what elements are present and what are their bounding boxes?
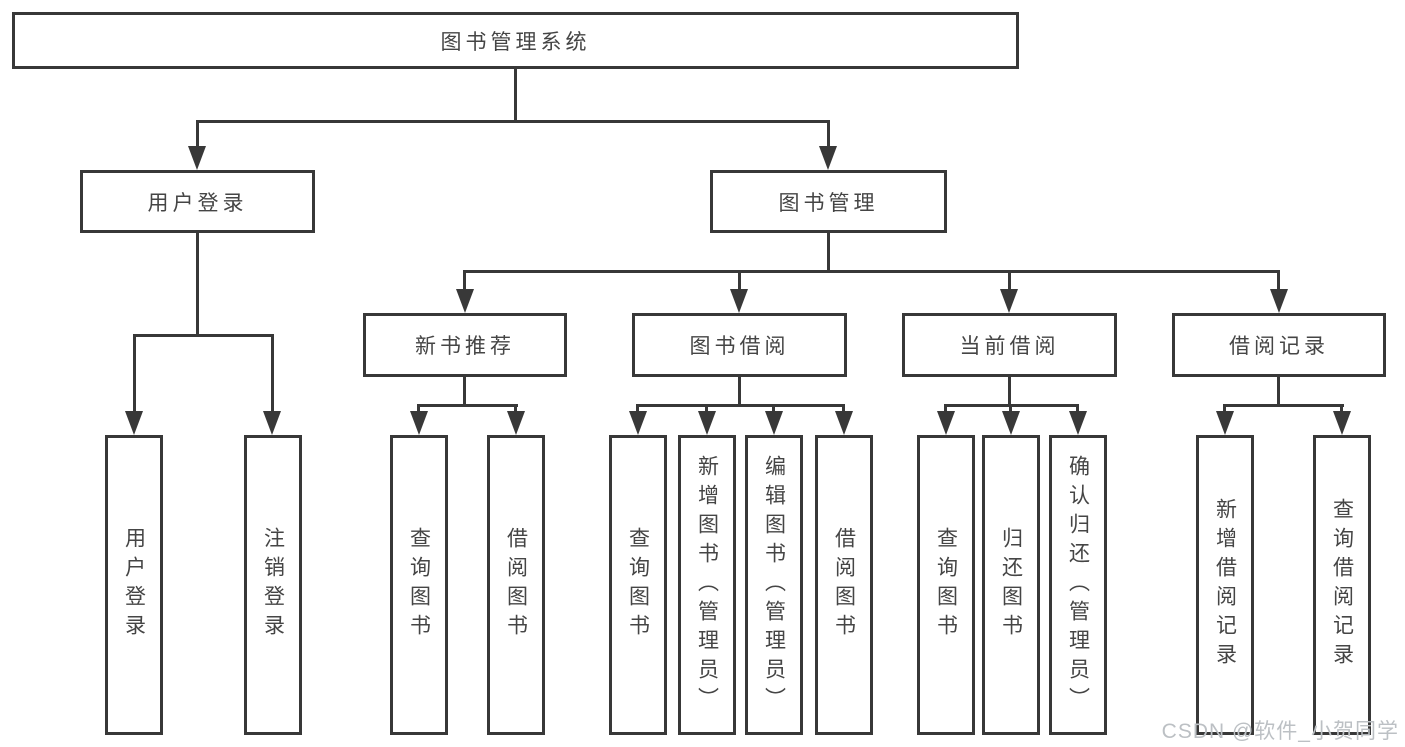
leaf-user-login: 用户登录	[105, 435, 163, 735]
arrow-down-icon	[730, 289, 748, 313]
connector-line	[417, 404, 420, 416]
node-root: 图书管理系统	[12, 12, 1019, 69]
connector-line	[463, 377, 466, 407]
leaf-return-books: 归还图书	[982, 435, 1040, 735]
arrow-down-icon	[765, 411, 783, 435]
connector-line	[1340, 404, 1343, 416]
node-label: 新增图书（管理员）	[695, 454, 719, 716]
leaf-add-books-admin: 新增图书（管理员）	[678, 435, 736, 735]
node-label: 图书管理系统	[440, 30, 591, 54]
node-label: 用户登录	[122, 527, 146, 643]
leaf-query-books-recommend: 查询图书	[390, 435, 448, 735]
node-borrow-record: 借阅记录	[1172, 313, 1386, 377]
connector-line	[1009, 404, 1012, 416]
arrow-down-icon	[1333, 411, 1351, 435]
connector-line	[944, 404, 947, 416]
connector-line	[705, 404, 708, 416]
leaf-add-borrow-record: 新增借阅记录	[1196, 435, 1254, 735]
node-label: 图书借阅	[689, 335, 790, 358]
arrow-down-icon	[188, 146, 206, 170]
leaf-query-borrow-record: 查询借阅记录	[1313, 435, 1371, 735]
node-user-login: 用户登录	[80, 170, 315, 233]
arrow-down-icon	[835, 411, 853, 435]
node-label: 新增借阅记录	[1213, 498, 1237, 672]
leaf-borrow-books-recommend: 借阅图书	[487, 435, 545, 735]
node-label: 注销登录	[261, 527, 285, 643]
arrow-down-icon	[1270, 289, 1288, 313]
arrow-down-icon	[698, 411, 716, 435]
arrow-down-icon	[1216, 411, 1234, 435]
connector-line	[636, 404, 639, 416]
arrow-down-icon	[1069, 411, 1087, 435]
connector-line	[1277, 377, 1280, 407]
arrow-down-icon	[819, 146, 837, 170]
connector-line	[1076, 404, 1079, 416]
leaf-edit-books-admin: 编辑图书（管理员）	[745, 435, 803, 735]
connector-line	[1008, 377, 1011, 407]
node-book-management: 图书管理	[710, 170, 947, 233]
connector-line	[133, 334, 136, 414]
node-book-borrow: 图书借阅	[632, 313, 847, 377]
connector-line	[463, 270, 1280, 273]
connector-line	[196, 233, 199, 336]
connector-line	[772, 404, 775, 416]
connector-line	[196, 120, 199, 150]
node-label: 借阅记录	[1229, 335, 1329, 358]
connector-line	[827, 120, 830, 150]
arrow-down-icon	[507, 411, 525, 435]
connector-line	[1224, 404, 1344, 407]
node-label: 确认归还（管理员）	[1066, 454, 1090, 716]
node-new-book-recommend: 新书推荐	[363, 313, 567, 377]
connector-line	[418, 404, 518, 407]
connector-line	[738, 377, 741, 407]
node-label: 查询图书	[626, 527, 650, 643]
arrow-down-icon	[629, 411, 647, 435]
connector-line	[637, 404, 845, 407]
arrow-down-icon	[1002, 411, 1020, 435]
arrow-down-icon	[125, 411, 143, 435]
node-label: 图书管理	[778, 191, 879, 215]
leaf-confirm-return-admin: 确认归还（管理员）	[1049, 435, 1107, 735]
leaf-logout: 注销登录	[244, 435, 302, 735]
node-label: 编辑图书（管理员）	[762, 454, 786, 716]
node-label: 借阅图书	[504, 527, 528, 643]
connector-line	[463, 270, 466, 292]
node-label: 查询借阅记录	[1330, 498, 1354, 672]
connector-line	[514, 404, 517, 416]
connector-line	[514, 69, 517, 120]
arrow-down-icon	[263, 411, 281, 435]
connector-line	[271, 334, 274, 414]
leaf-query-books-current: 查询图书	[917, 435, 975, 735]
connector-line	[738, 270, 741, 292]
node-label: 新书推荐	[415, 335, 515, 358]
node-label: 归还图书	[999, 527, 1023, 643]
connector-line	[1008, 270, 1011, 292]
arrow-down-icon	[1000, 289, 1018, 313]
node-label: 查询图书	[934, 527, 958, 643]
arrow-down-icon	[456, 289, 474, 313]
connector-line	[1277, 270, 1280, 292]
connector-line	[1223, 404, 1226, 416]
connector-line	[196, 120, 830, 123]
arrow-down-icon	[937, 411, 955, 435]
arrow-down-icon	[410, 411, 428, 435]
leaf-borrow-books: 借阅图书	[815, 435, 873, 735]
node-label: 用户登录	[147, 191, 248, 215]
connector-line	[842, 404, 845, 416]
leaf-query-books-borrow: 查询图书	[609, 435, 667, 735]
connector-line	[133, 334, 274, 337]
node-label: 当前借阅	[959, 335, 1060, 358]
node-label: 查询图书	[407, 527, 431, 643]
connector-line	[827, 233, 830, 272]
node-label: 借阅图书	[832, 527, 856, 643]
node-current-borrow: 当前借阅	[902, 313, 1117, 377]
